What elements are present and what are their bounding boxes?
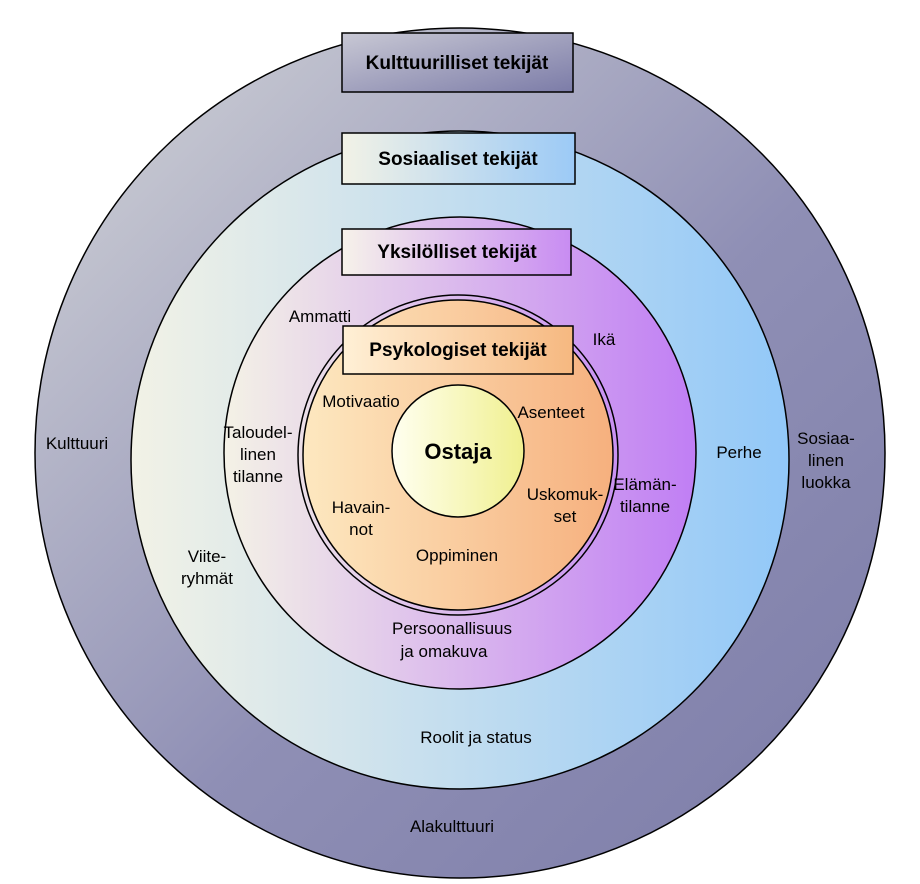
label-viiteryhmat-1: Viite- [188, 547, 226, 566]
label-persoonallisuus-1: Persoonallisuus [392, 619, 512, 638]
center-circle [391, 384, 525, 518]
label-sosiaalinen-luokka-3: luokka [801, 473, 851, 492]
label-ika: Ikä [593, 330, 616, 349]
label-ammatti: Ammatti [289, 307, 351, 326]
center-label: Ostaja [424, 439, 492, 464]
label-havainnot-2: not [349, 520, 373, 539]
label-sosiaalinen-luokka-2: linen [808, 451, 844, 470]
label-motivaatio: Motivaatio [322, 392, 399, 411]
label-taloudellinen-1: Taloudel- [224, 423, 293, 442]
label-roolit-ja-status: Roolit ja status [420, 728, 532, 747]
personal-title-box [341, 228, 572, 276]
social-title: Sosiaaliset tekijät [378, 149, 538, 170]
label-perhe: Perhe [716, 443, 761, 462]
label-asenteet: Asenteet [517, 403, 584, 422]
cultural-title: Kulttuurilliset tekijät [366, 53, 549, 74]
personal-title: Yksilölliset tekijät [377, 242, 537, 263]
label-elamantilanne-2: tilanne [620, 497, 670, 516]
label-viiteryhmat-2: ryhmät [181, 569, 233, 588]
label-elamantilanne-1: Elämän- [613, 475, 676, 494]
label-taloudellinen-3: tilanne [233, 467, 283, 486]
psychological-title-box [342, 325, 574, 375]
label-kulttuuri: Kulttuuri [46, 434, 108, 453]
label-persoonallisuus-2: ja omakuva [400, 642, 488, 661]
label-sosiaalinen-luokka-1: Sosiaa- [797, 429, 855, 448]
label-taloudellinen-2: linen [240, 445, 276, 464]
label-havainnot-1: Havain- [332, 498, 391, 517]
social-title-box [341, 132, 576, 185]
label-uskomukset-1: Uskomuk- [527, 485, 604, 504]
cultural-title-box [341, 32, 574, 93]
psychological-ring-outline [297, 294, 619, 616]
label-uskomukset-2: set [554, 507, 577, 526]
label-oppiminen: Oppiminen [416, 546, 498, 565]
psychological-title: Psykologiset tekijät [369, 340, 547, 361]
label-alakulttuuri: Alakulttuuri [410, 817, 494, 836]
